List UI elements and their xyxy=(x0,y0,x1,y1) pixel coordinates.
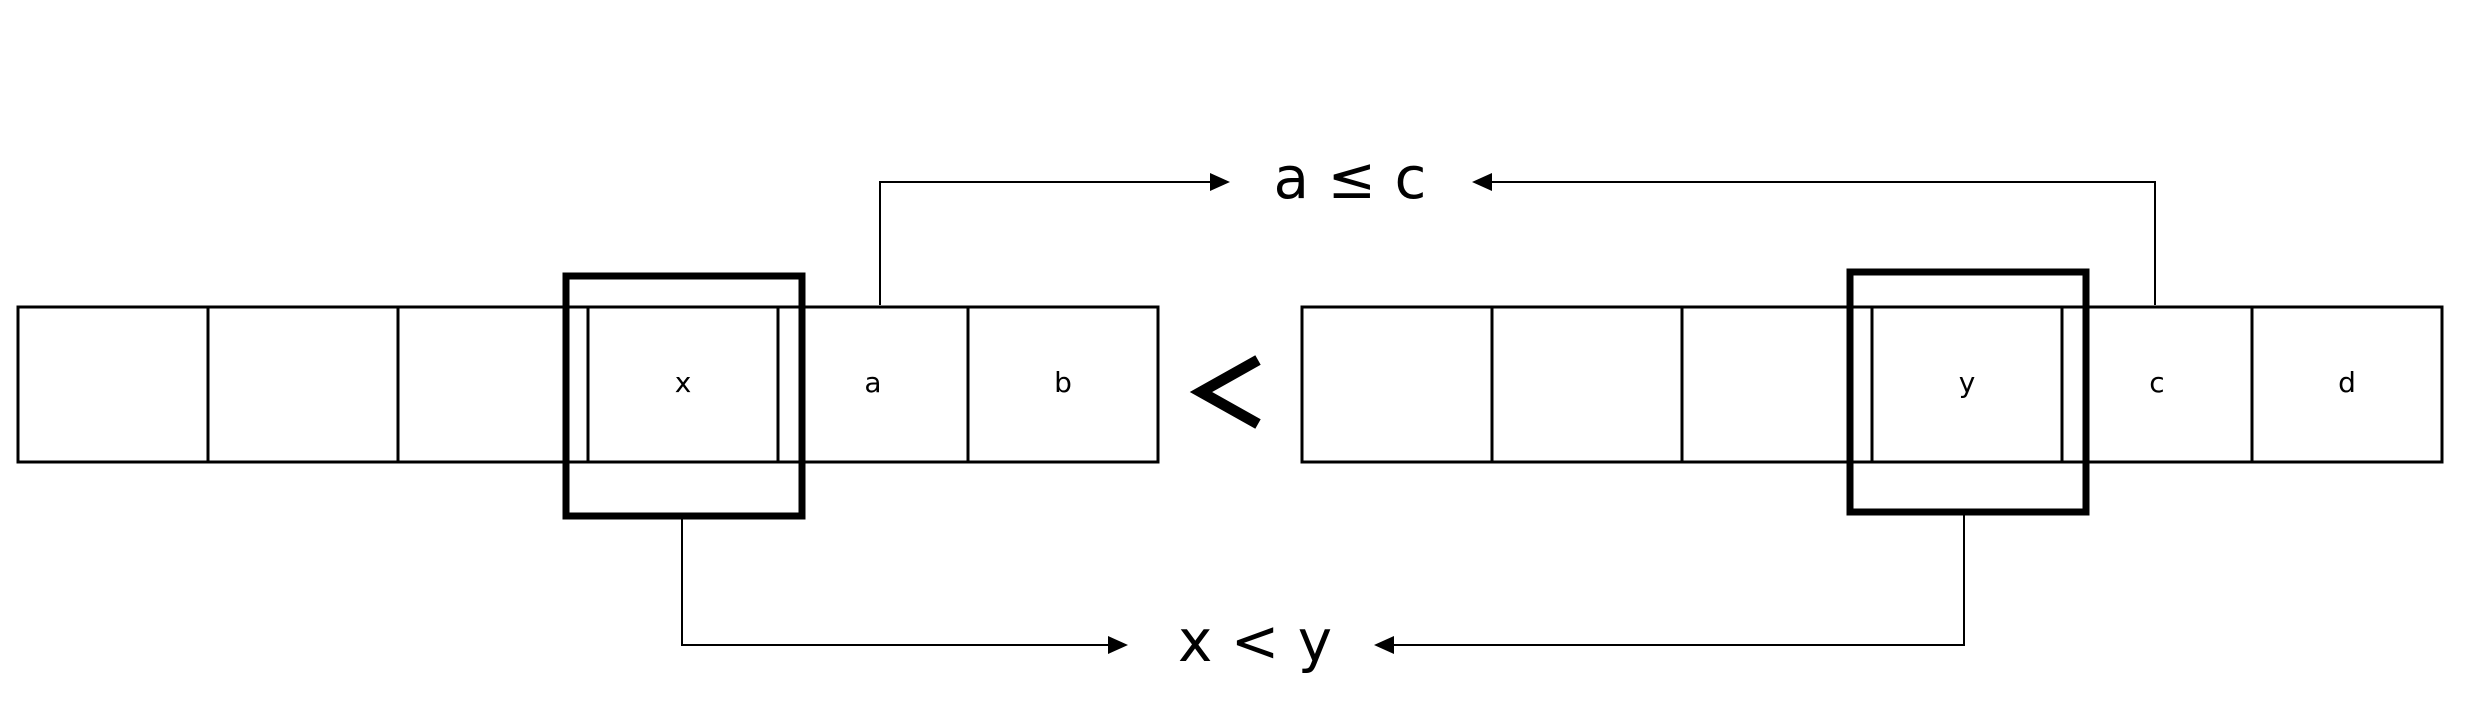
left-highlight-box xyxy=(562,272,806,520)
left-cell-2 xyxy=(396,305,590,464)
connector-c-to-top xyxy=(1490,181,2156,305)
connector-y-to-bottom xyxy=(1392,514,1965,646)
right-highlight-box xyxy=(1846,268,2090,516)
left-cell-5 xyxy=(966,305,1160,464)
left-cell-3 xyxy=(586,305,780,464)
top-comparison: a ≤ c xyxy=(879,144,2156,305)
right-array: y c d xyxy=(1300,268,2444,516)
arrowhead-top-right xyxy=(1472,173,1492,191)
comparison-bottom-label: x < y xyxy=(1178,607,1332,675)
right-cell-3 xyxy=(1870,305,2064,464)
right-cell-2 xyxy=(1680,305,1874,464)
left-cell-1 xyxy=(206,305,400,464)
right-cell-label-3: y xyxy=(1959,366,1976,399)
connector-x-to-bottom xyxy=(681,518,1110,646)
left-cell-0 xyxy=(16,305,210,464)
arrowhead-top-left xyxy=(1210,173,1230,191)
right-cell-0 xyxy=(1300,305,1494,464)
connector-a-to-top xyxy=(879,181,1212,305)
right-cell-1 xyxy=(1490,305,1684,464)
left-cell-label-4: a xyxy=(864,366,881,399)
right-cell-5 xyxy=(2250,305,2444,464)
left-cell-label-3: x xyxy=(675,366,692,399)
right-cell-label-4: c xyxy=(2149,366,2164,399)
bottom-comparison: x < y xyxy=(681,514,1965,675)
right-cell-4 xyxy=(2060,305,2254,464)
arrowhead-bottom-left xyxy=(1108,636,1128,654)
left-cell-4 xyxy=(776,305,970,464)
left-cell-label-5: b xyxy=(1054,366,1072,399)
arrowhead-bottom-right xyxy=(1374,636,1394,654)
right-cell-label-5: d xyxy=(2338,366,2356,399)
left-array: x a b xyxy=(16,272,1160,520)
comparison-top-label: a ≤ c xyxy=(1274,144,1427,212)
less-than-symbol xyxy=(1189,355,1261,429)
